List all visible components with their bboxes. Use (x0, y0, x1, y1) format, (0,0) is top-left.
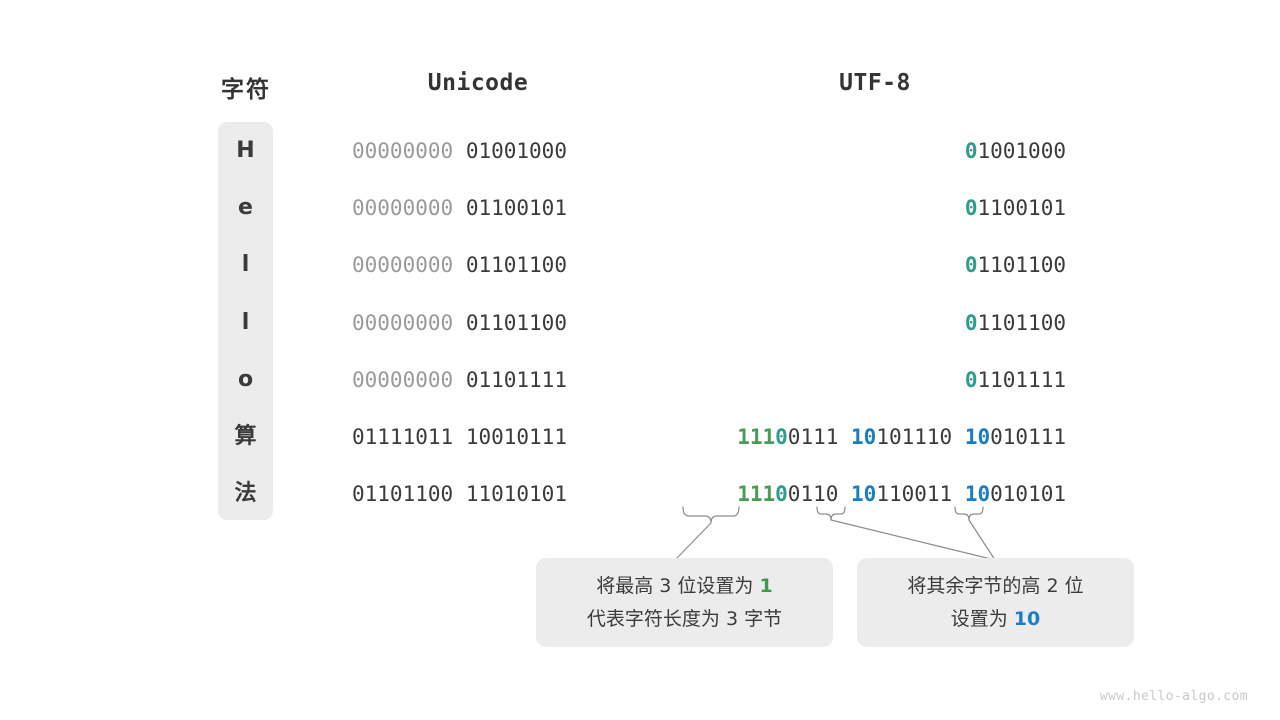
binary-segment: 0111 (787, 425, 839, 449)
column-header-character: 字符 (221, 77, 271, 103)
binary-segment: 01101100 (465, 310, 567, 335)
binary-segment: 111 (737, 482, 776, 507)
binary-segment (453, 253, 466, 277)
binary-segment: 01100101 (465, 196, 567, 221)
binary-segment (453, 368, 466, 392)
callout-text: 将其余字节的高 2 位 (907, 574, 1084, 597)
callout-line: 将最高 3 位设置为 1 (596, 570, 772, 603)
binary-segment: 0 (775, 482, 788, 507)
binary-segment: 00000000 (352, 310, 454, 335)
binary-segment: 10 (851, 425, 877, 449)
binary-segment: 00000000 (352, 196, 454, 221)
column-header-utf8: UTF-8 (839, 70, 911, 96)
binary-segment: 0110 (787, 482, 839, 507)
binary-segment (838, 425, 851, 449)
character-column-panel (218, 122, 273, 520)
utf8-value: 01100101 (965, 193, 1066, 223)
binary-segment (838, 482, 851, 506)
binary-segment: 10010111 (465, 425, 567, 449)
unicode-value: 00000000 01001000 (352, 136, 567, 166)
utf8-value: 01101100 (965, 308, 1066, 338)
binary-segment: 010111 (990, 425, 1066, 449)
callout-text: 设置为 (950, 607, 1014, 630)
binary-segment: 110011 (876, 482, 953, 507)
utf8-value: 01101111 (965, 365, 1066, 395)
utf8-value: 01001000 (965, 136, 1066, 166)
binary-segment: 00000000 (352, 139, 454, 163)
binary-segment: 11010101 (465, 482, 567, 507)
binary-segment (453, 425, 466, 449)
binary-segment: 01001000 (465, 139, 567, 163)
binary-segment (952, 482, 965, 506)
character-cell: o (237, 366, 254, 392)
character-cell: l (241, 309, 250, 335)
unicode-value: 00000000 01100101 (352, 193, 567, 223)
binary-segment: 01101100 (465, 253, 567, 278)
binary-segment: 1001000 (977, 139, 1066, 163)
binary-segment: 00000000 (352, 253, 454, 278)
character-cell: 算 (234, 424, 257, 449)
callout-text: 将最高 3 位设置为 (596, 574, 760, 597)
callout-leading-bits: 将最高 3 位设置为 1 代表字符长度为 3 字节 (536, 558, 833, 647)
callout-text: 代表字符长度为 3 字节 (586, 607, 783, 630)
unicode-value: 01101100 11010101 (352, 479, 567, 509)
character-cell: 法 (234, 481, 257, 507)
character-cell: e (238, 195, 253, 221)
binary-segment: 0 (964, 310, 978, 335)
callout-line: 设置为 10 (951, 603, 1041, 636)
binary-segment: 01101111 (465, 367, 567, 392)
callout-line: 将其余字节的高 2 位 (907, 570, 1083, 603)
binary-segment (453, 482, 466, 506)
binary-segment (453, 139, 466, 163)
binary-segment: 101110 (876, 425, 953, 449)
unicode-value: 00000000 01101100 (352, 250, 567, 280)
binary-segment (952, 425, 965, 449)
binary-segment: 0 (964, 196, 978, 221)
binary-segment: 00000000 (352, 367, 454, 392)
binary-segment: 1101100 (977, 310, 1066, 335)
unicode-value: 00000000 01101111 (352, 365, 567, 395)
binary-segment: 10 (964, 482, 991, 507)
binary-segment: 01101100 (352, 482, 454, 507)
binary-segment: 0 (775, 425, 788, 449)
callout-text: 1 (759, 574, 773, 597)
callout-line: 代表字符长度为 3 字节 (587, 603, 782, 636)
character-cell: H (236, 138, 255, 163)
binary-segment: 01111011 (352, 425, 454, 449)
binary-segment (453, 311, 466, 335)
binary-segment: 1101100 (977, 253, 1066, 278)
unicode-value: 01111011 10010111 (352, 422, 567, 452)
binary-segment (453, 196, 466, 220)
binary-segment: 1100101 (977, 196, 1066, 221)
utf8-value: 11100111 10101110 10010111 (737, 422, 1066, 452)
binary-segment: 0 (964, 139, 978, 163)
binary-segment: 1101111 (977, 367, 1066, 392)
callout-continuation-bits: 将其余字节的高 2 位设置为 10 (857, 558, 1134, 647)
binary-segment: 10 (964, 425, 991, 449)
binary-segment: 10 (851, 482, 877, 507)
unicode-value: 00000000 01101100 (352, 308, 567, 338)
binary-segment: 0 (964, 367, 978, 392)
utf8-value: 11100110 10110011 10010101 (737, 479, 1066, 509)
column-header-unicode: Unicode (427, 70, 529, 96)
watermark: www.hello-algo.com (1099, 689, 1248, 704)
character-cell: l (241, 252, 250, 278)
binary-segment: 010101 (990, 482, 1066, 507)
utf8-value: 01101100 (965, 250, 1066, 280)
binary-segment: 111 (737, 425, 776, 449)
callout-text: 10 (1013, 607, 1041, 630)
binary-segment: 0 (964, 253, 978, 278)
